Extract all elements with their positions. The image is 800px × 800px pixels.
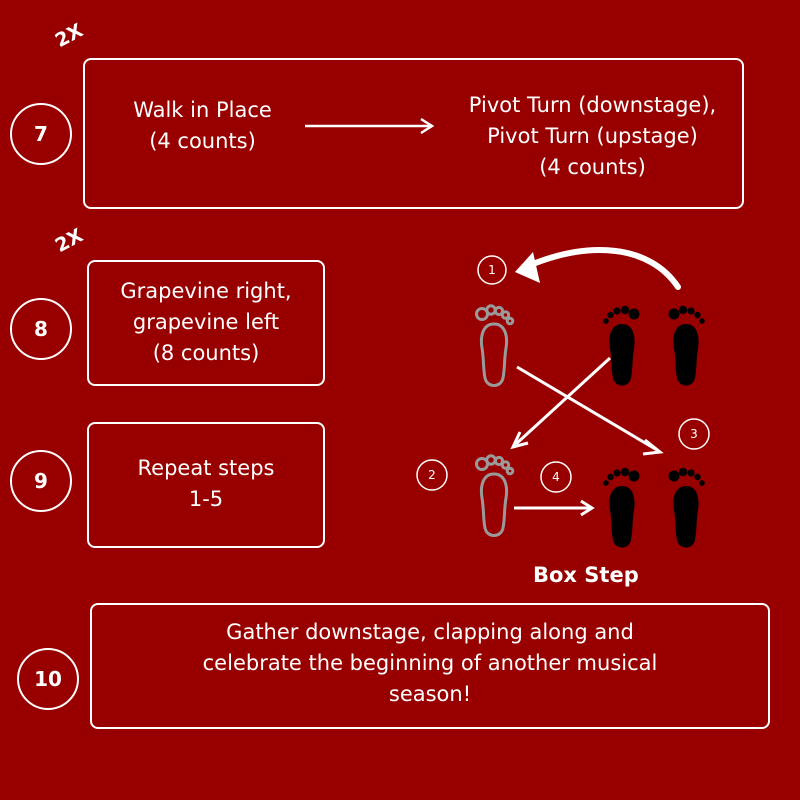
footprint-icon	[475, 304, 515, 537]
marker-1-label: 1	[488, 263, 496, 277]
marker-3-label: 3	[690, 427, 698, 441]
step-8-box	[87, 260, 325, 386]
step-9-number-badge: 9	[10, 450, 72, 512]
step-10-number-badge: 10	[17, 648, 79, 710]
arrow-right-icon	[305, 117, 435, 135]
step-9-box	[87, 422, 325, 548]
marker-2-label: 2	[428, 468, 436, 482]
step-7-box	[83, 58, 744, 209]
step-10-box	[90, 603, 770, 729]
step-7-right-text: Pivot Turn (downstage), Pivot Turn (upst…	[468, 93, 717, 179]
step-10-text: Gather downstage, clapping along and cel…	[202, 620, 658, 706]
step-7-number-badge: 7	[10, 103, 72, 165]
cross-arrows	[510, 356, 664, 456]
step-8-number-badge: 8	[10, 298, 72, 360]
arrow-right-icon	[514, 499, 595, 517]
marker-1	[477, 255, 507, 285]
marker-3	[678, 418, 710, 450]
step-8-text: Grapevine right, grapevine left (8 count…	[120, 279, 292, 365]
marker-4	[540, 461, 572, 493]
curved-arrow-icon	[515, 247, 681, 290]
marker-4-label: 4	[552, 470, 560, 484]
step-9-text: Repeat steps 1-5	[137, 456, 275, 511]
box-step-caption: Box Step	[533, 563, 639, 587]
step-7-left-text: Walk in Place (4 counts)	[133, 98, 272, 153]
marker-2	[416, 459, 448, 491]
